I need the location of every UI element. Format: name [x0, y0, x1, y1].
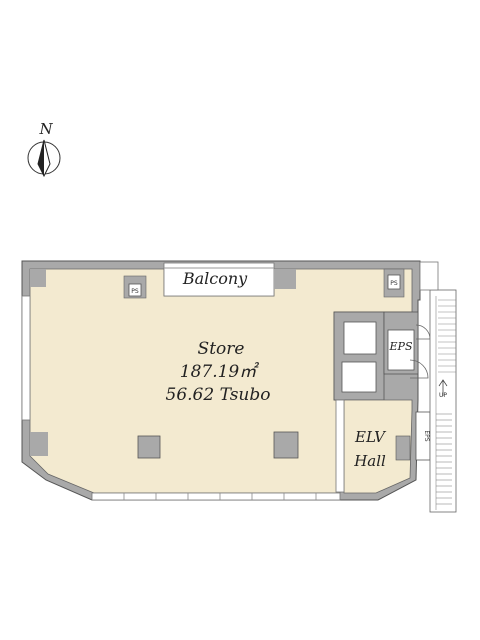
stair-arrow-icon: [438, 379, 448, 396]
stair-treads-lower: [436, 413, 452, 505]
elv-hall-floor: [343, 399, 413, 494]
store-name-label: Store: [198, 339, 245, 359]
column-left: [137, 435, 161, 459]
bottom-window-mullions: [123, 493, 317, 500]
north-arrow-icon: [27, 139, 61, 178]
bottom-window: [91, 492, 341, 501]
ps-label-right: PS: [390, 280, 398, 287]
door-swing-core: [409, 359, 429, 379]
stair-treads-upper: [438, 299, 456, 373]
store-area-m2-label: 187.19㎡: [180, 362, 259, 382]
left-window: [21, 295, 31, 421]
wall-top-mid-right: [274, 269, 296, 289]
compass-label: N: [38, 120, 53, 138]
ps-label-left: PS: [131, 288, 139, 295]
ps-shaft-right: [387, 274, 401, 290]
column-right: [273, 431, 299, 459]
eps-room-upper-inner: [387, 329, 415, 371]
stair-up-label: UP: [439, 392, 447, 399]
wall-bottom-left: [30, 432, 48, 456]
elv-hall-label-line2: Hall: [353, 452, 386, 470]
store-area-tsubo-label: 56.62 Tsubo: [166, 385, 271, 405]
elv-hall-door-strip: [335, 399, 345, 493]
elevator-shaft-lower: [341, 361, 377, 393]
elv-hall-column: [395, 435, 411, 461]
exterior-platform: [419, 261, 439, 291]
eps-upper-label: EPS: [389, 340, 413, 353]
ps-shaft-left: [128, 283, 142, 297]
eps-lower-label: EPS: [423, 430, 430, 441]
elevator-shaft-upper: [343, 321, 377, 355]
wall-top-left: [30, 269, 46, 287]
stair-outline: [429, 289, 457, 513]
balcony-label: Balcony: [182, 269, 248, 288]
elv-hall-label-line1: ELV: [354, 428, 387, 446]
